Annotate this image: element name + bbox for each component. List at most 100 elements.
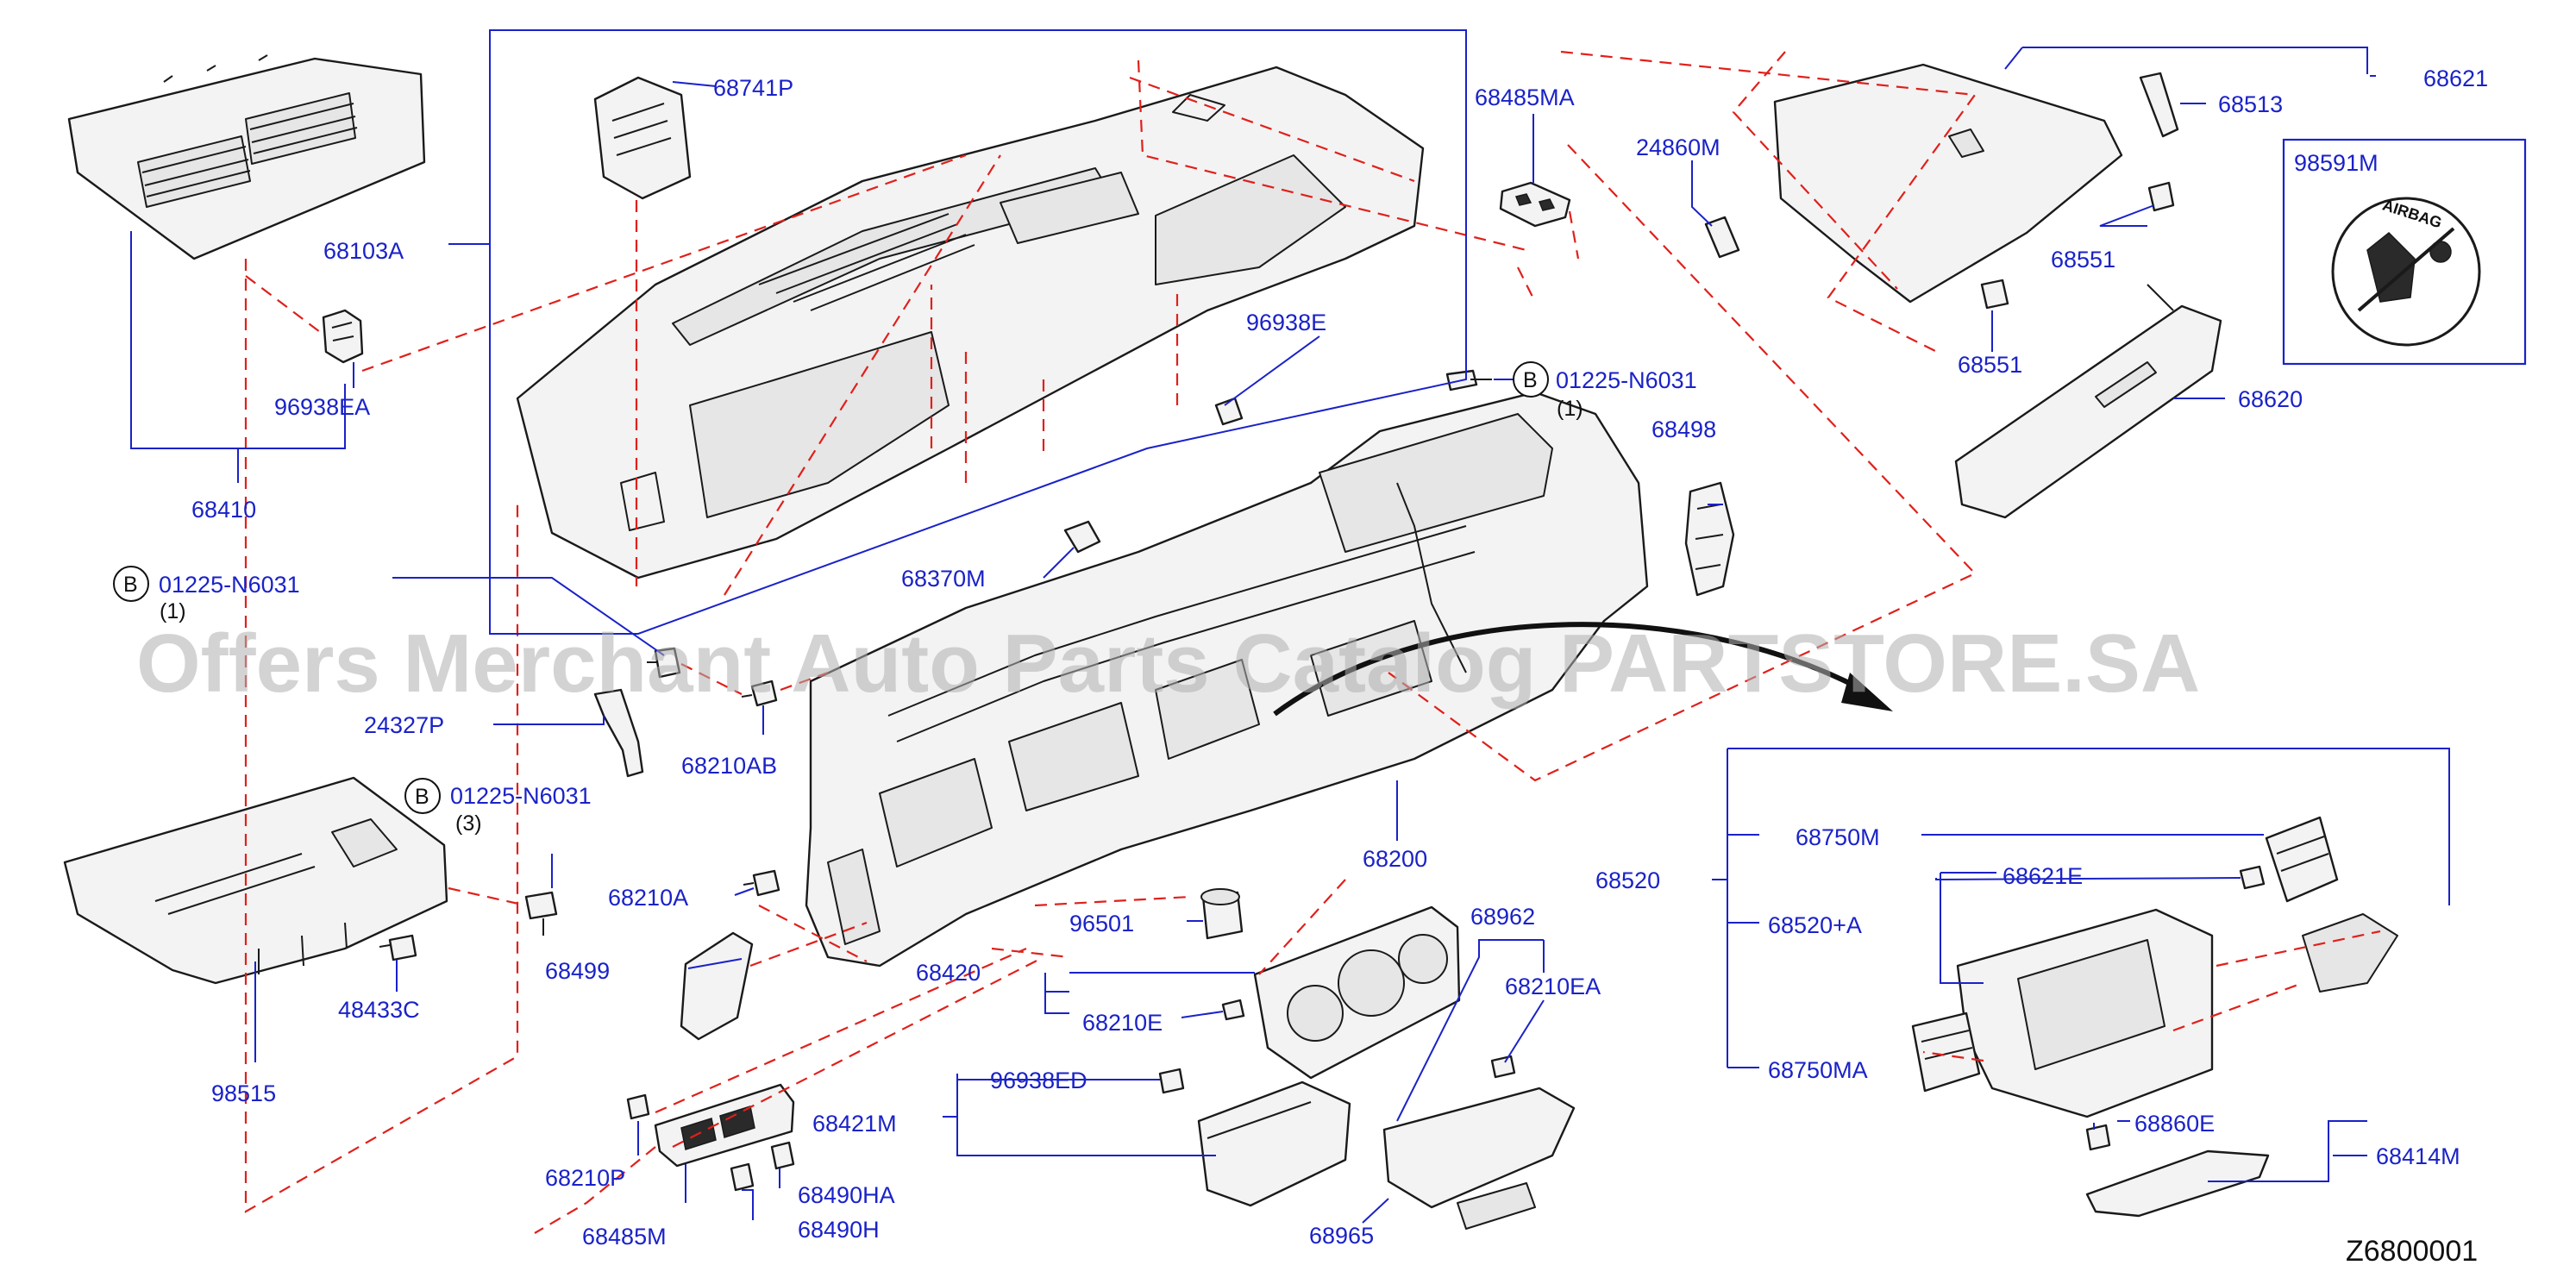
part-68499-cover[interactable]	[680, 931, 754, 1041]
part-68498-bracket[interactable]	[1684, 481, 1735, 597]
part-96938ED-clip[interactable]	[1158, 1068, 1185, 1094]
part-48433C-screw[interactable]	[379, 934, 417, 961]
part-01225-bolt-lower[interactable]	[524, 891, 558, 936]
circle-b-marker	[404, 778, 441, 814]
label-68498[interactable]: 68498	[1652, 417, 1716, 442]
label-68370M[interactable]: 68370M	[901, 566, 986, 592]
label-96501[interactable]: 96501	[1069, 911, 1134, 936]
assembly-dashed-lines	[244, 50, 2381, 1234]
part-labels: 68741P 68485MA 68103A 96938E 96938EA 684…	[113, 66, 2488, 1268]
part-68490H-switch[interactable]	[730, 1162, 755, 1192]
label-01225-N6031-upper[interactable]: 01225-N6031	[1556, 367, 1697, 393]
label-68490H[interactable]: 68490H	[798, 1217, 880, 1243]
part-01225-bolt-left[interactable]	[647, 647, 681, 679]
qty-01225-N6031-upper: (1)	[1557, 397, 1583, 421]
part-68370M-clip[interactable]	[1063, 520, 1101, 554]
label-68741P[interactable]: 68741P	[713, 75, 793, 101]
part-24327P-bracket[interactable]	[593, 688, 644, 778]
part-68621-glovebox-housing[interactable]	[1773, 63, 2123, 304]
label-68200[interactable]: 68200	[1363, 846, 1427, 872]
part-68620-glovebox-lid[interactable]	[1954, 284, 2222, 519]
part-24860M-lamp[interactable]	[1704, 216, 1740, 259]
qty-01225-N6031-lower: (3)	[455, 811, 482, 836]
label-96938ED[interactable]: 96938ED	[990, 1068, 1087, 1093]
label-98515[interactable]: 98515	[211, 1080, 276, 1106]
circle-b-letter: B	[1523, 368, 1538, 392]
label-68210AB[interactable]: 68210AB	[681, 753, 777, 779]
part-68210P-clip[interactable]	[626, 1093, 650, 1120]
part-68210AB-screw[interactable]	[741, 680, 778, 707]
part-96938EA-clip[interactable]	[322, 309, 364, 364]
part-68750M-center-vent[interactable]	[2265, 816, 2339, 903]
label-68485M[interactable]: 68485M	[582, 1224, 667, 1250]
part-96501-sensor[interactable]	[1200, 888, 1244, 940]
label-68621E[interactable]: 68621E	[2003, 863, 2083, 889]
label-01225-N6031-lower[interactable]: 01225-N6031	[450, 783, 592, 809]
part-68741P-side-vent[interactable]	[593, 76, 692, 200]
part-68965-tray[interactable]	[1382, 1087, 1576, 1230]
label-48433C[interactable]: 48433C	[338, 997, 420, 1023]
circle-b-letter: B	[415, 785, 429, 809]
part-68414M-lower-panel[interactable]	[2085, 1149, 2270, 1218]
label-68620[interactable]: 68620	[2238, 386, 2303, 412]
label-68210A[interactable]: 68210A	[608, 885, 688, 911]
label-68421M[interactable]: 68421M	[812, 1111, 897, 1137]
part-68520-center-bezel[interactable]	[1956, 908, 2398, 1118]
leader-lines	[130, 29, 2450, 1224]
part-68485MA-bracket[interactable]	[1499, 181, 1571, 228]
circle-b-marker	[113, 566, 149, 602]
part-68210A-screw[interactable]	[743, 869, 780, 897]
part-68513-damper[interactable]	[2139, 72, 2179, 138]
part-98591M-airbag-label[interactable]	[2282, 138, 2527, 366]
label-24327P[interactable]: 24327P	[364, 712, 444, 738]
label-68499[interactable]: 68499	[545, 958, 610, 984]
part-68421M-lower-cover[interactable]	[1197, 1080, 1351, 1207]
label-68485MA[interactable]: 68485MA	[1475, 85, 1575, 110]
label-68210P[interactable]: 68210P	[545, 1165, 625, 1191]
part-68485M-switch-panel[interactable]	[654, 1083, 795, 1168]
label-68621[interactable]: 68621	[2423, 66, 2488, 91]
label-68420[interactable]: 68420	[916, 960, 981, 986]
part-68621E-clip[interactable]	[2239, 865, 2266, 890]
circle-b-marker	[1513, 361, 1549, 398]
label-68103A[interactable]: 68103A	[323, 238, 404, 264]
part-96938E-clip[interactable]	[1214, 397, 1244, 426]
label-68520-plus-A[interactable]: 68520+A	[1768, 912, 1862, 938]
label-98591M[interactable]: 98591M	[2294, 150, 2379, 176]
label-96938EA[interactable]: 96938EA	[274, 394, 370, 420]
label-68513[interactable]: 68513	[2218, 91, 2283, 117]
part-68750MA-side-vent[interactable]	[1911, 1012, 1981, 1093]
part-68551-lower-clip[interactable]	[1980, 279, 2009, 310]
label-68860E[interactable]: 68860E	[2134, 1111, 2215, 1137]
part-68420-cluster-lid[interactable]	[1253, 905, 1461, 1080]
label-96938E[interactable]: 96938E	[1246, 310, 1326, 335]
label-68750M[interactable]: 68750M	[1796, 824, 1880, 850]
label-68750MA[interactable]: 68750MA	[1768, 1057, 1868, 1083]
label-68551-upper[interactable]: 68551	[2051, 247, 2115, 272]
label-68210EA[interactable]: 68210EA	[1505, 974, 1601, 999]
part-68210EA-clip[interactable]	[1490, 1055, 1516, 1079]
part-01225-bolt-upper-right[interactable]	[1445, 369, 1492, 391]
label-68965[interactable]: 68965	[1309, 1223, 1374, 1249]
label-68962[interactable]: 68962	[1470, 904, 1535, 930]
label-68414M[interactable]: 68414M	[2376, 1143, 2460, 1169]
part-68410-defroster-grille[interactable]	[67, 54, 426, 260]
part-68200-panel-pad[interactable]	[516, 66, 1425, 579]
part-68200-main-frame[interactable]	[805, 391, 1649, 968]
part-68490HA-switch[interactable]	[770, 1141, 795, 1170]
label-68210E[interactable]: 68210E	[1082, 1010, 1163, 1036]
label-68490HA[interactable]: 68490HA	[798, 1182, 895, 1208]
part-98515-knee-panel[interactable]	[63, 776, 448, 985]
watermark-text: Offers Merchant Auto Parts Catalog PARTS…	[136, 617, 2200, 710]
label-68410[interactable]: 68410	[191, 497, 256, 523]
label-68551-lower[interactable]: 68551	[1958, 352, 2022, 378]
assembly-arrow	[1273, 622, 1893, 717]
part-68210E-clip[interactable]	[1221, 999, 1245, 1021]
label-01225-N6031-left[interactable]: 01225-N6031	[159, 572, 300, 598]
part-68551-upper-clip[interactable]	[2147, 181, 2175, 212]
part-68860E-clip[interactable]	[2085, 1124, 2111, 1151]
label-24860M[interactable]: 24860M	[1636, 135, 1720, 160]
label-68520[interactable]: 68520	[1595, 867, 1660, 893]
